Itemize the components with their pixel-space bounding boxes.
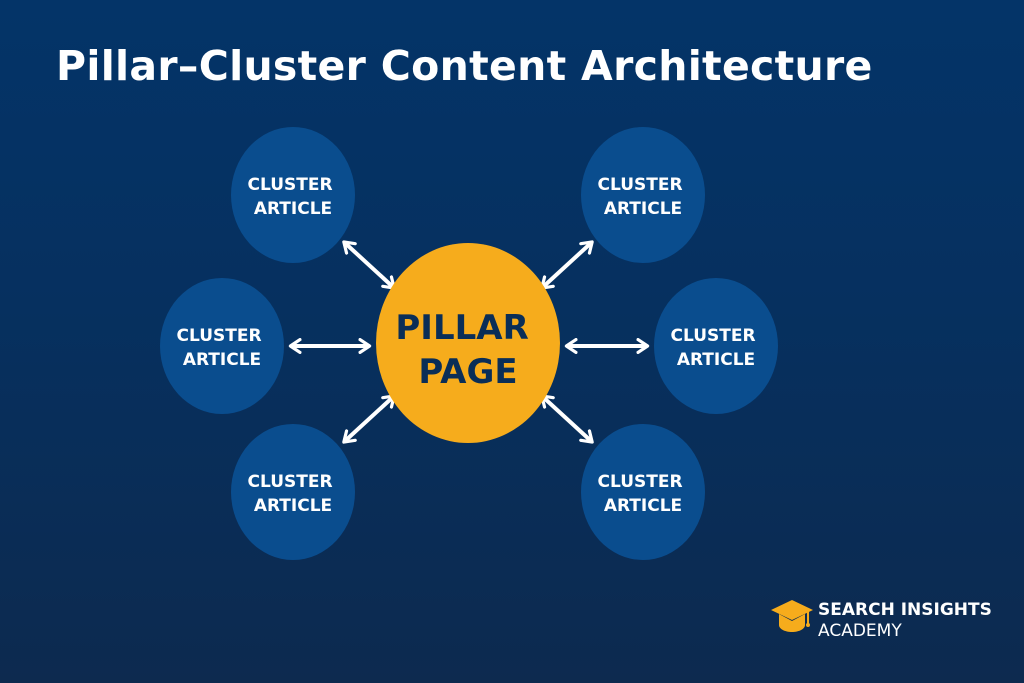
pillar-node: PILLAR PAGE	[376, 243, 560, 443]
cluster-node: CLUSTER ARTICLE	[654, 278, 778, 414]
arrow-top-right	[540, 240, 594, 290]
svg-text:CLUSTER ARTICLE: CLUSTER ARTICLE	[671, 326, 762, 370]
cluster-label-line1: CLUSTER	[671, 326, 756, 346]
cluster-label-line1: CLUSTER	[598, 175, 683, 195]
cluster-label-line2: ARTICLE	[254, 496, 332, 516]
pillar-label-line1: PILLAR	[395, 308, 528, 348]
svg-text:CLUSTER ARTICLE: CLUSTER ARTICLE	[598, 472, 689, 516]
arrow-bottom-left	[342, 394, 396, 444]
cluster-circle	[654, 278, 778, 414]
arrow-top-left	[342, 240, 396, 290]
pillar-label-line2: PAGE	[418, 352, 517, 392]
cluster-label-line2: ARTICLE	[604, 496, 682, 516]
cluster-label-line1: CLUSTER	[598, 472, 683, 492]
cluster-label-line1: CLUSTER	[177, 326, 262, 346]
svg-text:PILLAR PAGE: PILLAR PAGE	[395, 308, 540, 392]
svg-text:CLUSTER ARTICLE: CLUSTER ARTICLE	[248, 175, 339, 219]
svg-text:CLUSTER ARTICLE: CLUSTER ARTICLE	[177, 326, 268, 370]
cluster-label-line2: ARTICLE	[677, 350, 755, 370]
cluster-circle	[160, 278, 284, 414]
cluster-label-line2: ARTICLE	[183, 350, 261, 370]
cluster-node: CLUSTER ARTICLE	[581, 127, 705, 263]
cluster-node: CLUSTER ARTICLE	[231, 424, 355, 560]
cluster-label-line2: ARTICLE	[604, 199, 682, 219]
connector-arrows	[288, 240, 650, 444]
cluster-circle	[231, 424, 355, 560]
cluster-node: CLUSTER ARTICLE	[231, 127, 355, 263]
svg-text:CLUSTER ARTICLE: CLUSTER ARTICLE	[248, 472, 339, 516]
svg-text:CLUSTER ARTICLE: CLUSTER ARTICLE	[598, 175, 689, 219]
cluster-label-line1: CLUSTER	[248, 472, 333, 492]
pillar-circle	[376, 243, 560, 443]
graduation-cap-icon	[771, 600, 813, 632]
brand-name-line1: SEARCH INSIGHTS	[818, 600, 992, 620]
brand-name-line2: ACADEMY	[818, 621, 902, 641]
arrow-bottom-right	[540, 394, 594, 444]
cluster-node: CLUSTER ARTICLE	[160, 278, 284, 414]
cluster-label-line1: CLUSTER	[248, 175, 333, 195]
cluster-circle	[231, 127, 355, 263]
page-title: Pillar–Cluster Content Architecture	[56, 42, 873, 90]
brand-logo: SEARCH INSIGHTS ACADEMY	[770, 596, 1010, 646]
cluster-circle	[581, 127, 705, 263]
cluster-node: CLUSTER ARTICLE	[581, 424, 705, 560]
cluster-circle	[581, 424, 705, 560]
cluster-label-line2: ARTICLE	[254, 199, 332, 219]
